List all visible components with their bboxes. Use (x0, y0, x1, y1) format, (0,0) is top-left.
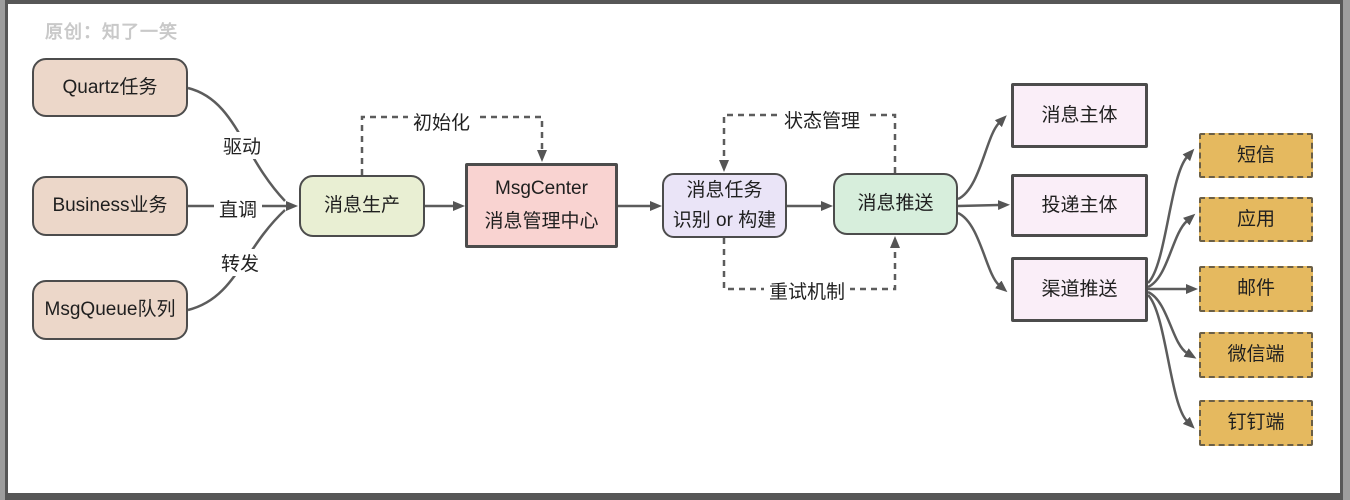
node-msg-center: MsgCenter 消息管理中心 (465, 163, 618, 248)
node-delivery-label: 投递主体 (1041, 194, 1118, 216)
node-sms-label: 短信 (1236, 144, 1275, 166)
dashed-connectors (360, 113, 900, 291)
node-message-produce: 消息生产 (299, 175, 425, 237)
edge-label-init: 初始化 (408, 108, 476, 135)
edge-push-to-delivery (957, 200, 1010, 211)
node-message-subject: 消息主体 (1011, 83, 1148, 148)
node-business-label: Business业务 (52, 195, 168, 217)
node-channel-push: 渠道推送 (1011, 257, 1148, 322)
node-message-push: 消息推送 (833, 173, 958, 235)
node-dingtalk-channel: 钉钉端 (1199, 400, 1313, 446)
diagram-canvas: 原创：知了一笑 Quartz任务 Business业务 MsgQueue队列 消… (8, 4, 1340, 493)
node-wechat-channel: 微信端 (1199, 332, 1313, 378)
node-quartz-label: Quartz任务 (62, 76, 158, 98)
node-msgcenter-line2: 消息管理中心 (484, 210, 599, 232)
node-msgqueue: MsgQueue队列 (32, 280, 188, 340)
node-task-line1: 消息任务 (686, 180, 763, 202)
node-mail-channel: 邮件 (1199, 266, 1313, 312)
node-sms-channel: 短信 (1199, 133, 1313, 178)
node-task-line2: 识别 or 构建 (672, 209, 777, 231)
node-dingtalk-label: 钉钉端 (1227, 412, 1285, 434)
node-channel-label: 渠道推送 (1041, 278, 1118, 300)
node-msgqueue-label: MsgQueue队列 (44, 299, 176, 321)
node-wechat-label: 微信端 (1227, 344, 1285, 366)
edge-channel-to-app (1147, 213, 1196, 289)
node-delivery-subject: 投递主体 (1011, 174, 1148, 237)
node-message-task: 消息任务 识别 or 构建 (662, 173, 787, 238)
node-produce-label: 消息生产 (323, 195, 400, 217)
edge-push-to-subject (957, 115, 1007, 201)
edge-label-forward: 转发 (216, 249, 265, 276)
edge-push-to-channel (957, 211, 1008, 293)
node-subject-label: 消息主体 (1041, 104, 1118, 126)
node-push-label: 消息推送 (857, 193, 934, 215)
node-app-label: 应用 (1236, 208, 1275, 230)
node-app-channel: 应用 (1199, 197, 1313, 242)
edge-label-status-mgmt: 状态管理 (779, 106, 866, 133)
node-business: Business业务 (32, 176, 188, 236)
edge-channel-to-dingtalk (1147, 294, 1195, 429)
edge-label-direct-call: 直调 (214, 195, 263, 222)
node-quartz-task: Quartz任务 (32, 58, 188, 117)
watermark-text: 原创：知了一笑 (45, 22, 178, 42)
node-msgcenter-line1: MsgCenter (495, 178, 588, 200)
edge-channel-to-wechat (1147, 290, 1197, 359)
edge-label-drive: 驱动 (218, 132, 267, 159)
connector-layer (187, 86, 1198, 429)
edge-channel-to-sms (1147, 148, 1195, 284)
node-mail-label: 邮件 (1236, 278, 1275, 300)
edge-label-retry: 重试机制 (764, 277, 851, 304)
solid-connectors (187, 86, 1198, 429)
diagram-window: 原创：知了一笑 Quartz任务 Business业务 MsgQueue队列 消… (5, 0, 1343, 500)
